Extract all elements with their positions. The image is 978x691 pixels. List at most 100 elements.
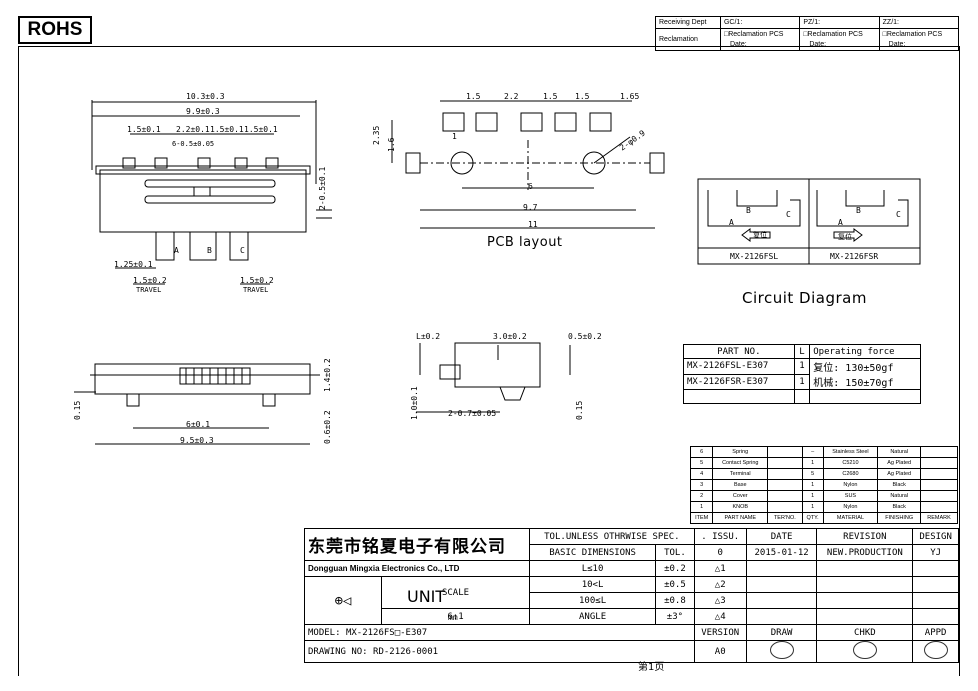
circuit-a-l: A [729,218,734,227]
tol-range: 10<L [529,576,657,593]
tol-value: ±3° [655,608,695,625]
design-header: DESIGN [912,528,959,545]
side-w3: 3.0±0.2 [493,332,527,341]
op-row2-part: MX-2126FSR-E307 [683,373,795,390]
basic-dim: BASIC DIMENSIONS [529,544,657,561]
designer: YJ [912,544,959,561]
dim-pitch-b: 2.2±0.1 [176,125,210,134]
side-hole: 2-0.7±0.05 [448,409,497,418]
dim-pitch-a: 1.5±0.1 [127,125,161,134]
company-cn: 东莞市铭夏电子有限公司 [308,537,506,557]
dim-travel-l: 1.5±0.2 [133,276,167,285]
op-force1: 复位: 130±50gf [813,363,894,374]
pos-c: C [240,246,245,255]
circuit-view [697,178,921,265]
front-view [74,363,320,445]
drawing-no-value: RD-2126-0001 [373,646,439,657]
bom-finishing: Black [877,479,922,491]
bom-item: 5 [689,457,714,469]
pos-a: A [174,246,179,255]
circuit-c-l: C [786,210,791,219]
drawing-no-label: DRAWING NO: [308,646,368,657]
circuit-b-l: B [746,206,751,215]
date-header: DATE [745,528,818,545]
bom-remark [920,457,958,469]
projection-symbol-icon: ⊕◁ [334,592,352,609]
op-header-part: PART NO. [683,344,795,359]
bom-part: Cover [712,490,769,502]
bom-part: KNOB [712,501,769,513]
appd-header: APPD [912,624,959,641]
front-w6: 6±0.1 [186,420,211,429]
tol-issue: 1 [720,563,726,574]
bom-material: SUS [822,490,879,502]
dim-pitch-d: 1.5±0.1 [244,125,278,134]
pcb-d3: 1.5 [543,92,558,101]
dim-travel-r: 1.5±0.2 [240,276,274,285]
pcb-span11: 11 [528,220,538,229]
date-2: Date: [809,40,827,48]
bom-item: 6 [689,446,714,458]
dim-knob: 1.25±0.1 [114,260,153,269]
dim-hole: 6-0.5±0.05 [172,140,215,148]
pcb-span97: 9.7 [523,203,538,212]
bom-remark [920,479,958,491]
draw-header: DRAW [745,624,818,641]
bom-part: Contact Spring [712,457,769,469]
unit-header: UNIT [407,587,446,606]
tol-value: ±0.5 [655,576,695,593]
front-w95: 9.5±0.3 [180,436,214,445]
bom-ter [767,468,803,480]
pcb-d1: 1.5 [466,92,481,101]
version-header: VERSION [693,624,747,641]
circuit-left-label: MX-2126FSL [730,252,779,261]
tol-range: L≤10 [529,560,657,577]
side-view [416,342,571,413]
circuit-c-r: C [896,210,901,219]
version-value: A0 [693,640,747,663]
pos-b: B [207,246,212,255]
chkd-header: CHKD [816,624,914,641]
side-l: L±0.2 [416,332,441,341]
bom-item: 1 [689,501,714,513]
unit-value: mm [448,613,458,622]
frame-right-line [959,46,960,676]
travel-label-r: TRAVEL [243,286,269,294]
bom-qty: 5 [801,468,824,480]
rev-date: 2015-01-12 [745,544,818,561]
tol-issue: 2 [720,579,726,590]
date-1: Date: [729,40,747,48]
bom-ter [767,446,803,458]
tol-title: TOL.UNLESS OTHRWISE SPEC. [529,528,695,545]
bom-material: Stainless Steel [822,446,879,458]
model-label: MODEL: [308,627,341,638]
op-row1-part: MX-2126FSL-E307 [683,358,795,375]
top-view [91,100,332,285]
bom-qty: 1 [801,479,824,491]
dim-overall: 10.3±0.3 [186,92,225,101]
bom-remark [920,468,958,480]
circuit-reset-r: 复位 [838,233,852,241]
op-row1-l: 1 [793,358,811,375]
front-t015: 0.15 [73,400,82,420]
bom-finishing: Natural [877,490,922,502]
dim-pitch-c: 1.5±0.1 [210,125,244,134]
triangle-icon: △ [714,563,721,574]
tol-range: ANGLE [529,608,657,625]
op-force2: 机械: 150±70gf [813,378,894,389]
side-h1: 1.0±0.1 [410,386,419,420]
frame-top-line [18,46,959,47]
front-h06: 0.6±0.2 [323,410,332,444]
bom-material: C2680 [822,468,879,480]
tol-value: ±0.2 [655,560,695,577]
op-row2-l: 1 [793,373,811,390]
tol-range: 100≤L [529,592,657,609]
pcb-caption: PCB layout [487,235,563,250]
reclamation-pcs-1: □Reclamation PCS [723,30,784,38]
bom-part: Base [712,479,769,491]
title-block: 东莞市铭夏电子有限公司 TOL.UNLESS OTHRWISE SPEC. . … [303,528,959,663]
